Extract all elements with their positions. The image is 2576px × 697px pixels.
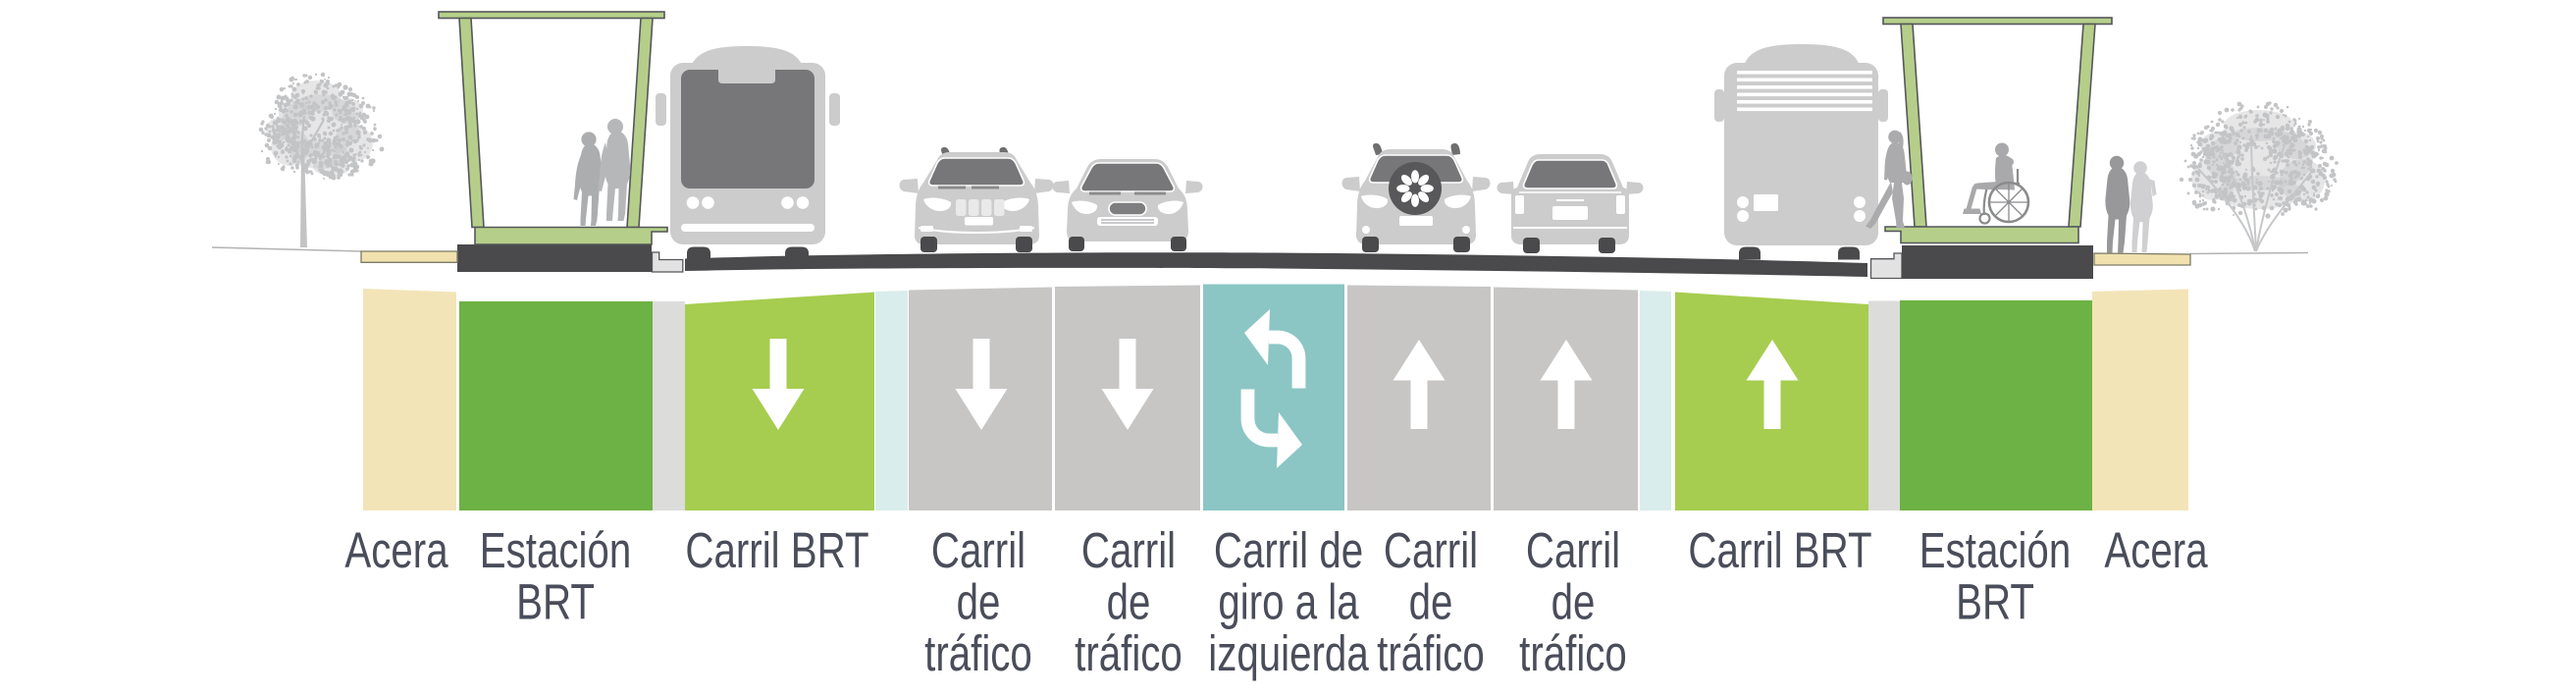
svg-text:de: de bbox=[1409, 573, 1453, 630]
svg-text:Carril: Carril bbox=[1526, 521, 1620, 578]
svg-text:Carril de: Carril de bbox=[1214, 521, 1363, 578]
svg-text:izquierda: izquierda bbox=[1208, 624, 1369, 681]
svg-text:Carril BRT: Carril BRT bbox=[685, 521, 868, 578]
svg-text:Carril: Carril bbox=[1081, 521, 1176, 578]
svg-text:tráfico: tráfico bbox=[1075, 624, 1183, 681]
svg-text:Carril: Carril bbox=[1384, 521, 1478, 578]
svg-text:tráfico: tráfico bbox=[1377, 624, 1485, 681]
svg-text:Estación: Estación bbox=[1919, 521, 2071, 578]
svg-text:BRT: BRT bbox=[1956, 573, 2034, 630]
svg-text:Carril: Carril bbox=[931, 521, 1025, 578]
svg-text:tráfico: tráfico bbox=[1519, 624, 1627, 681]
svg-text:de: de bbox=[1107, 573, 1151, 630]
svg-text:BRT: BRT bbox=[516, 573, 595, 630]
svg-text:tráfico: tráfico bbox=[924, 624, 1032, 681]
svg-text:giro a la: giro a la bbox=[1218, 573, 1359, 630]
svg-text:de: de bbox=[1551, 573, 1596, 630]
svg-text:Carril BRT: Carril BRT bbox=[1688, 521, 1871, 578]
svg-text:Acera: Acera bbox=[344, 521, 448, 578]
svg-text:Estación: Estación bbox=[480, 521, 631, 578]
svg-text:de: de bbox=[957, 573, 1001, 630]
svg-text:Acera: Acera bbox=[2104, 521, 2208, 578]
